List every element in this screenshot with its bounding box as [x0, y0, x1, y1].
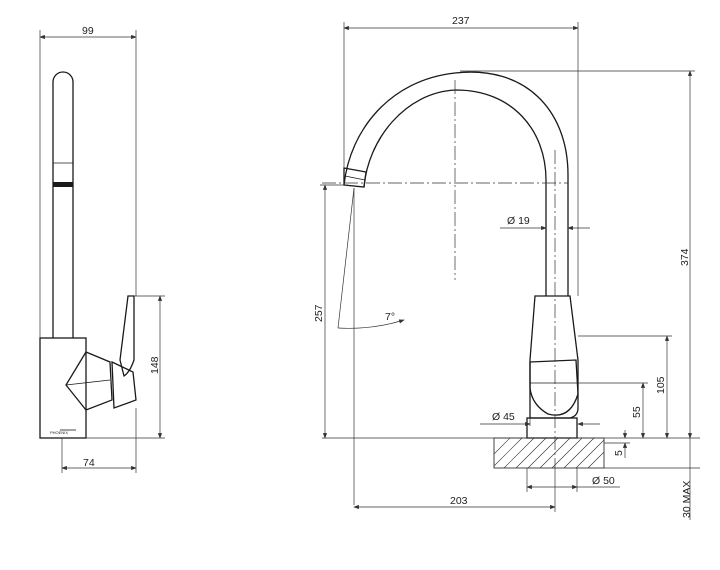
side-aerator-band: [53, 182, 73, 187]
front-lever: [529, 359, 579, 416]
front-view: 237 374 Ø 19 257 7° 105 55 Ø 45: [313, 15, 700, 520]
front-spout-outer: [343, 71, 569, 296]
front-spout-inner: [363, 89, 547, 296]
side-body: [39, 337, 87, 439]
dim-99: 99: [82, 25, 94, 37]
side-cartridge: [65, 351, 113, 411]
dim-105: 105: [655, 376, 667, 394]
dim-55: 55: [631, 406, 643, 418]
dim-5: 5: [613, 450, 625, 456]
dim-374: 374: [679, 248, 691, 266]
dim-angle-7: 7°: [385, 311, 395, 323]
dim-30-max: 30 MAX: [681, 481, 693, 518]
dim-203: 203: [450, 495, 468, 507]
side-lever: [119, 295, 135, 378]
dim-148: 148: [149, 356, 161, 374]
dim-dia-19: Ø 19: [507, 215, 530, 227]
side-view: PHOENIX 99 148 74: [39, 25, 165, 473]
dim-dia-50: Ø 50: [592, 475, 615, 487]
dim-237: 237: [452, 15, 470, 27]
front-base: [526, 417, 578, 439]
front-body: [529, 295, 579, 419]
bench-section: [493, 437, 605, 469]
front-aerator: [343, 167, 367, 188]
dim-257: 257: [313, 304, 325, 322]
dim-74: 74: [83, 457, 95, 469]
side-spout: [52, 71, 74, 338]
dim-dia-45: Ø 45: [492, 411, 515, 423]
brand-label: PHOENIX: [50, 430, 68, 435]
